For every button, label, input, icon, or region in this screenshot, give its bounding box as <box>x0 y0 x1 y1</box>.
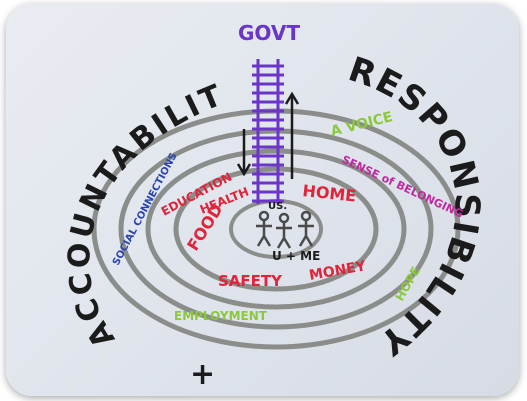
govt-label: GOVT <box>238 21 300 45</box>
ring-fourth <box>173 166 379 292</box>
responsibility-path-text: RESPONSIBILITY <box>343 49 484 363</box>
ring-third <box>145 148 407 310</box>
plus-sign: + <box>190 357 215 392</box>
u-and-me-label: U + ME <box>272 249 320 263</box>
photo-frame: US. U + ME GOVT ACCOUNTABILITY RESPONSIB… <box>6 4 519 396</box>
responsibility-label: RESPONSIBILITY <box>343 49 486 363</box>
flow-arrows <box>236 91 300 179</box>
accountability-path-text: ACCOUNTABILITY <box>6 4 226 354</box>
employment-label: EMPLOYMENT <box>174 309 268 323</box>
stick-figures <box>256 210 314 249</box>
govt-ladder <box>252 59 284 204</box>
home-label: HOME <box>302 181 358 206</box>
us-label: US. <box>268 201 287 212</box>
food-label: FOOD <box>183 200 226 254</box>
ring-second <box>118 128 434 330</box>
accountability-label: ACCOUNTABILITY <box>6 4 229 354</box>
up-arrow-head <box>284 91 300 105</box>
down-arrow-head <box>236 163 252 177</box>
safety-label: SAFETY <box>218 272 283 290</box>
diagram-canvas: US. U + ME GOVT ACCOUNTABILITY RESPONSIB… <box>6 4 486 392</box>
